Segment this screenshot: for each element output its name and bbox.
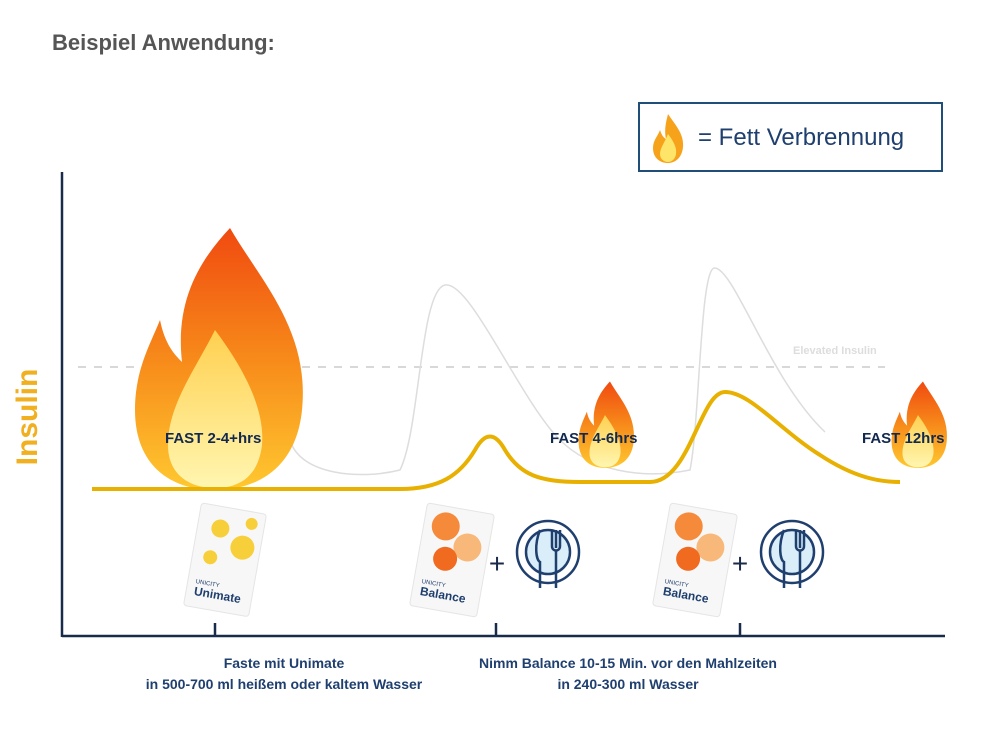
flame-icon — [578, 381, 634, 468]
high-insulin-curve — [289, 267, 826, 476]
balance-packet: UNICITY Balance — [652, 502, 738, 618]
packet-brand: UNICITY — [664, 579, 689, 589]
plate-cutlery-icon — [515, 519, 581, 588]
fast-label: FAST 12hrs — [862, 430, 945, 447]
flame-icon — [135, 228, 303, 490]
unimate-packet: UNICITY Unimate — [183, 502, 267, 617]
page-title: Beispiel Anwendung: — [52, 30, 275, 55]
balance-packet: UNICITY Balance — [409, 502, 495, 618]
balance-caption: Nimm Balance 10-15 Min. vor den Mahlzeit… — [378, 653, 878, 695]
flame-icon — [891, 381, 947, 468]
packet-brand: UNICITY — [195, 579, 220, 589]
caption-line: in 240-300 ml Wasser — [557, 676, 699, 692]
caption-line: Nimm Balance 10-15 Min. vor den Mahlzeit… — [479, 655, 777, 671]
plus-sign: + — [732, 548, 748, 579]
elevated-insulin-label: Elevated Insulin — [793, 345, 877, 357]
caption-line: in 500-700 ml heißem oder kaltem Wasser — [145, 676, 423, 692]
legend-box: = Fett Verbrennung — [638, 102, 943, 172]
packet-brand: UNICITY — [421, 579, 446, 589]
flame-icon — [653, 114, 684, 163]
unimate-caption: Faste mit Unimate in 500-700 ml heißem o… — [34, 653, 534, 695]
plate-cutlery-icon — [759, 519, 825, 588]
legend-label: = Fett Verbrennung — [698, 124, 905, 151]
plus-sign: + — [489, 548, 505, 579]
fast-label: FAST 2-4+hrs — [165, 430, 262, 447]
caption-line: Faste mit Unimate — [223, 655, 345, 671]
insulin-curve — [92, 389, 901, 491]
fast-label: FAST 4-6hrs — [550, 430, 638, 447]
